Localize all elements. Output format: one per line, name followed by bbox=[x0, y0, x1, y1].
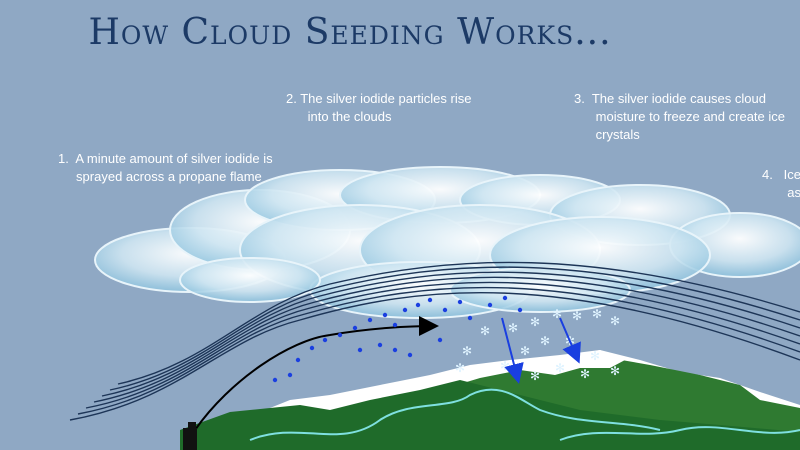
svg-text:✻: ✻ bbox=[462, 344, 472, 358]
svg-text:✻: ✻ bbox=[530, 315, 540, 329]
downward-arrow-icon bbox=[501, 317, 581, 384]
svg-text:✻: ✻ bbox=[455, 361, 465, 375]
svg-text:✻: ✻ bbox=[508, 321, 518, 335]
svg-text:✻: ✻ bbox=[610, 314, 620, 328]
sprayer-nozzle-icon bbox=[183, 422, 197, 450]
svg-text:✻: ✻ bbox=[520, 344, 530, 358]
step-2-label: 2. The silver iodide particles rise into… bbox=[286, 91, 472, 124]
svg-text:✻: ✻ bbox=[592, 307, 602, 321]
svg-text:✻: ✻ bbox=[530, 369, 540, 383]
svg-text:✻: ✻ bbox=[480, 324, 490, 338]
step-1-label: 1. A minute amount of silver iodide is s… bbox=[58, 151, 273, 184]
step-3-label: 3. The silver iodide causes cloud moistu… bbox=[574, 91, 785, 142]
step-4-label: 4. Ice as bbox=[762, 167, 800, 200]
svg-text:✻: ✻ bbox=[572, 309, 582, 323]
svg-text:✻: ✻ bbox=[540, 334, 550, 348]
spray-arrow bbox=[194, 316, 439, 431]
silver-iodide-particle bbox=[272, 295, 523, 383]
svg-text:✻: ✻ bbox=[500, 359, 510, 373]
svg-text:✻: ✻ bbox=[552, 307, 562, 321]
page-title: How Cloud Seeding Works... bbox=[88, 12, 612, 53]
airflow-lines bbox=[69, 261, 800, 421]
svg-text:✻: ✻ bbox=[580, 367, 590, 381]
svg-text:✻: ✻ bbox=[555, 361, 565, 375]
svg-text:✻: ✻ bbox=[590, 349, 600, 363]
svg-text:✻: ✻ bbox=[610, 364, 620, 378]
mountains bbox=[180, 350, 800, 450]
cloud bbox=[94, 166, 800, 319]
